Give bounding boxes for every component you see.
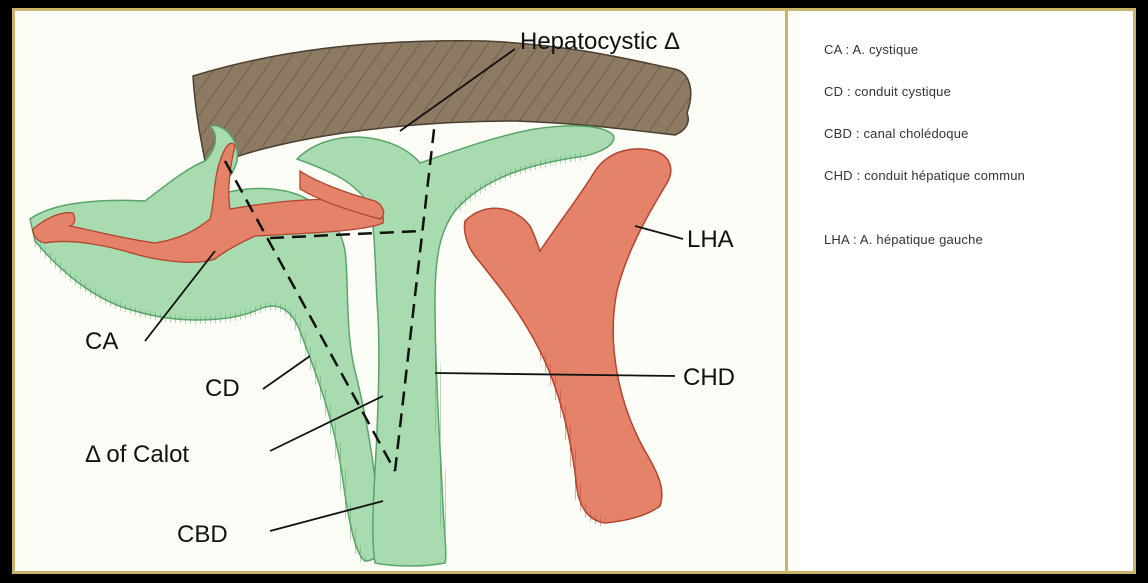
label-lha: LHA (687, 226, 734, 253)
label-calot-triangle: Δ of Calot (85, 441, 189, 468)
legend-item-lha: LHA : A. hépatique gauche (824, 231, 1024, 248)
legend-panel: CA : A. cystique CD : conduit cystique C… (800, 11, 1133, 571)
label-ca: CA (85, 328, 118, 355)
legend-item-ca: CA : A. cystique (824, 41, 1084, 58)
legend-item-chd: CHD : conduit hépatique commun (824, 167, 1044, 184)
label-cbd: CBD (177, 521, 228, 548)
hepatic-artery-shape (464, 149, 670, 523)
label-chd: CHD (683, 364, 735, 391)
calot-triangle-diagram: Hepatocystic Δ LHA CA CHD CD Δ of Calot … (15, 11, 785, 571)
panel-divider (785, 11, 788, 571)
legend-item-cd: CD : conduit cystique (824, 83, 1084, 100)
legend-item-cbd: CBD : canal cholédoque (824, 125, 1084, 142)
label-cd: CD (205, 375, 240, 402)
liver-shape (193, 41, 691, 171)
label-hepatocystic-triangle: Hepatocystic Δ (520, 28, 680, 55)
